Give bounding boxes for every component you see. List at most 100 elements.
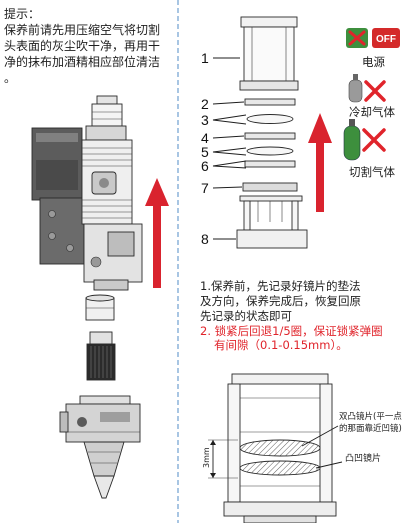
cutting-head-assembly	[31, 95, 143, 291]
left-block-panel	[36, 160, 78, 190]
cross-icon	[362, 128, 386, 152]
tip-title: 提示：	[4, 6, 40, 21]
screw	[48, 232, 56, 240]
part-label: 4	[201, 130, 209, 146]
warning-line: 有间隙（0.1-0.15mm）。	[214, 338, 348, 352]
cooling-gas-label: 冷却气体	[349, 105, 395, 119]
cylinder-valve	[353, 74, 358, 80]
part-5-lens	[246, 146, 294, 156]
arrow-head	[308, 113, 332, 143]
leader-line	[212, 101, 245, 105]
off-button-icon	[372, 28, 400, 48]
part-labels: 1 2 3 4 5 6 7 8	[201, 50, 247, 247]
tip-block: 提示： 保养前请先用压缩空气将切割 头表面的灰尘吹干净，再用干 净的抹布加酒精相…	[4, 6, 160, 85]
tip-line: 净的抹布加酒精相应部位清洁	[4, 54, 160, 69]
leader-line	[212, 135, 245, 139]
part-1-body	[243, 26, 295, 82]
leader-line	[212, 147, 247, 156]
biconvex-label: 的那面靠近凹镜)	[339, 423, 402, 434]
part-1-ring	[239, 80, 299, 91]
nozzle-top-plate	[79, 395, 131, 405]
knob-center	[99, 178, 109, 188]
left-lower-block	[39, 197, 85, 265]
leader-line	[315, 461, 343, 469]
part-3-lens	[246, 114, 294, 124]
part-label: 2	[201, 96, 209, 112]
housing-bottom	[93, 279, 129, 291]
part-1-cap	[240, 16, 298, 28]
nozzle-housing	[65, 403, 141, 443]
part-8-base	[236, 229, 308, 249]
note-line: 1.保养前，先记录好镜片的垫法	[200, 279, 360, 293]
tip-line: 头表面的灰尘吹干净，再用干	[4, 38, 160, 53]
cutting-gas-label: 切割气体	[349, 165, 395, 179]
part-2-ring	[244, 98, 296, 106]
housing-knob	[90, 256, 102, 268]
knurled-body	[86, 343, 116, 381]
meniscus-lens	[239, 460, 321, 476]
cooling-fins	[82, 147, 132, 219]
part-label: 6	[201, 158, 209, 174]
holder-top	[239, 195, 303, 202]
part-7-ring	[242, 182, 298, 192]
arrow-head	[145, 178, 169, 206]
leader-line	[212, 186, 243, 189]
part-1-lens-tube	[239, 16, 299, 91]
tip-line: 保养前请先用压缩空气将切割	[4, 22, 160, 37]
cutting-gas-cylinder-icon	[343, 125, 361, 161]
note-line: 及方向，保养完成后，恢复回原	[200, 294, 361, 308]
part-label: 1	[201, 50, 209, 66]
exploded-parts	[236, 16, 308, 249]
cooling-gas-cylinder-icon	[348, 79, 363, 103]
housing-top-cap	[231, 373, 329, 385]
cylinder-top	[89, 331, 113, 345]
left-block-panel	[36, 133, 78, 142]
top-collar	[85, 125, 127, 141]
cylinder-valve	[349, 119, 355, 126]
lens-cross-section: 双凸镜片(平一点 的那面靠近凹镜) 凸凹镜片 3mm	[202, 373, 402, 523]
nozzle-side-bump	[59, 411, 69, 433]
off-label: OFF	[376, 34, 396, 45]
screw	[48, 210, 56, 218]
part-label: 5	[201, 144, 209, 160]
biconvex-lens	[239, 439, 321, 457]
tip-line: 。	[4, 71, 16, 85]
status-icons: OFF 电源 冷却气体 切割气体	[343, 28, 400, 179]
note-line: 先记录的状态即可	[200, 309, 292, 323]
leader-line	[212, 160, 247, 169]
screw	[66, 244, 74, 252]
gap-dimension: 3mm	[202, 439, 238, 479]
leader-line	[301, 425, 339, 447]
lens-holder	[239, 195, 303, 231]
holder-wall-left	[243, 200, 251, 231]
part-label: 7	[201, 180, 209, 196]
part-4-spacer	[244, 132, 296, 140]
housing-bottom-ring	[223, 501, 337, 517]
part-label: 3	[201, 112, 209, 128]
nozzle-tip	[93, 475, 115, 499]
arrow-shaft	[153, 202, 161, 288]
knurled-cylinder-part	[86, 331, 116, 381]
up-arrow-left	[145, 178, 169, 288]
housing-right-wall	[319, 383, 333, 503]
housing-detail	[100, 412, 130, 422]
housing-panel	[107, 231, 135, 257]
holder-wall-right	[291, 200, 299, 231]
nozzle-cone	[83, 441, 125, 477]
top-tube	[91, 103, 123, 127]
dimension-arrow	[210, 473, 216, 478]
biconvex-label: 双凸镜片(平一点	[339, 411, 402, 422]
housing-left-wall	[227, 383, 241, 503]
top-tube-cap	[96, 95, 118, 105]
knurl-lines	[90, 346, 112, 378]
housing-bottom-lip	[243, 515, 317, 523]
power-label: 电源	[362, 55, 385, 69]
ring-top	[85, 294, 115, 302]
arrow-shaft	[316, 140, 324, 212]
nozzle-ring-part	[85, 294, 115, 321]
dimension-arrow	[210, 440, 216, 445]
nozzle-assembly	[59, 395, 141, 499]
leader-line	[212, 114, 247, 125]
part-label: 8	[201, 231, 209, 247]
